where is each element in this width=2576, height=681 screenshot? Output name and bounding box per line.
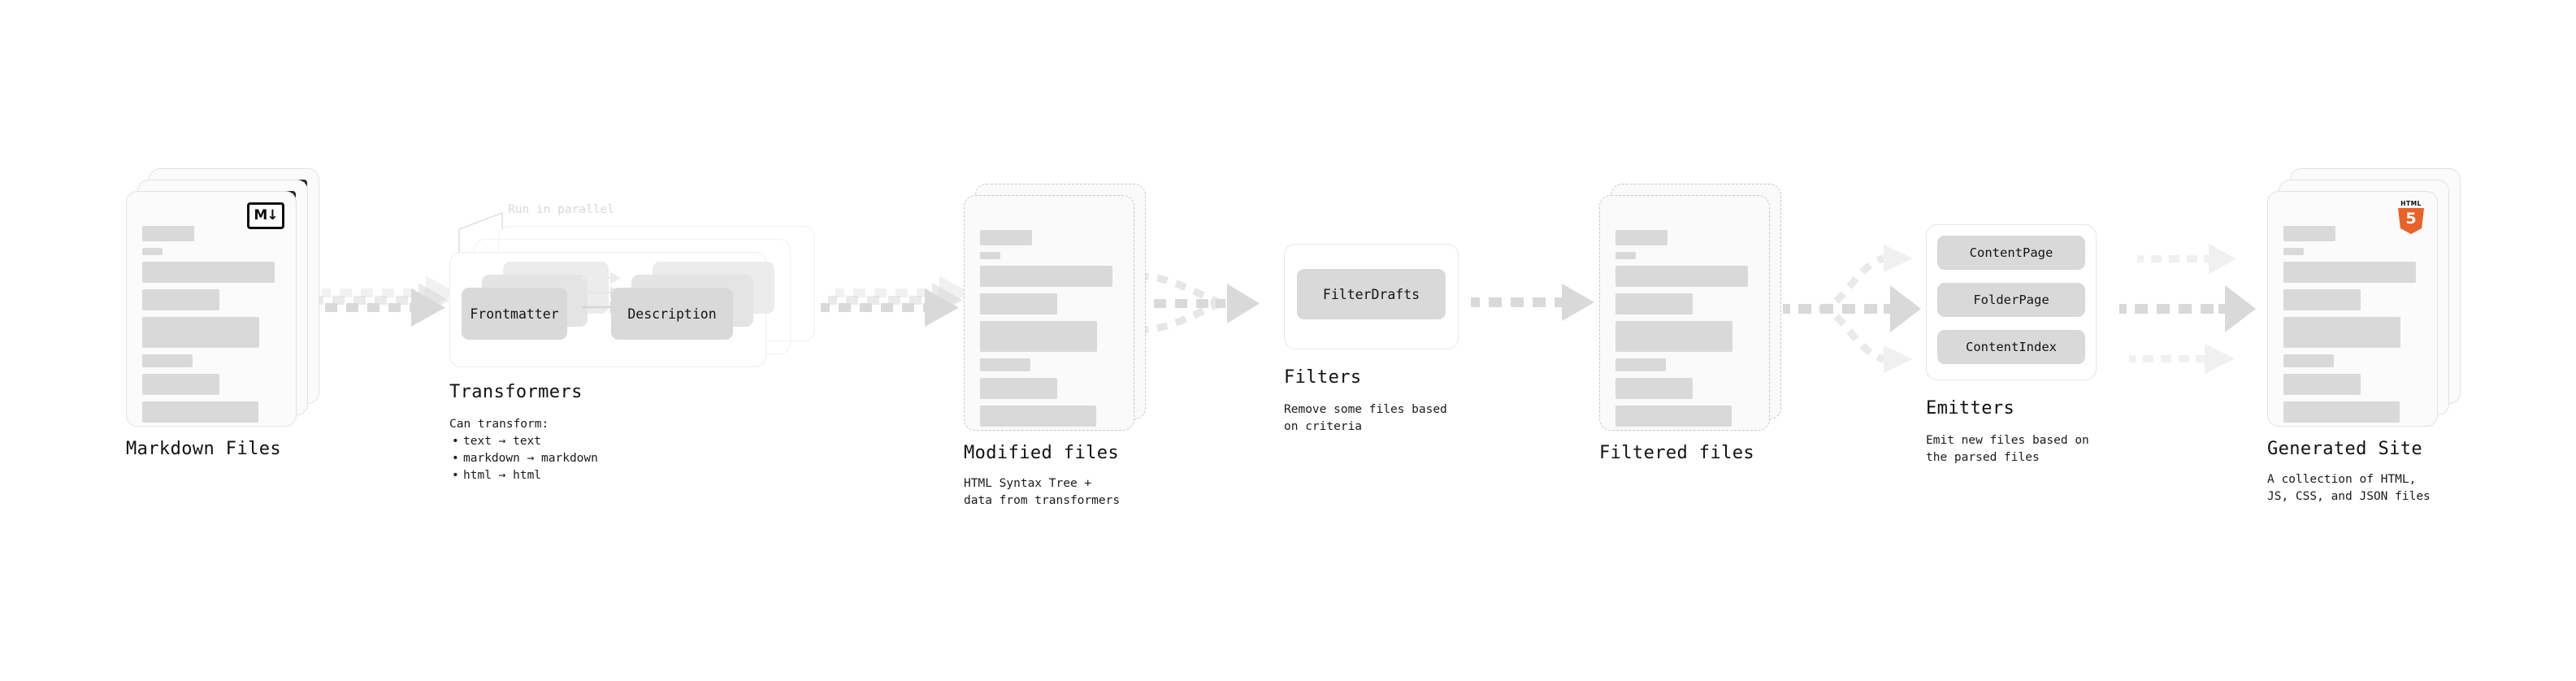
filtered-card-stack	[1599, 184, 1781, 431]
site-card-html: HTML 5	[2267, 191, 2438, 427]
placeholder-bar	[980, 252, 1000, 259]
markdown-card-stack: M↓ M↓ M↓	[126, 168, 319, 427]
placeholder-bar	[1615, 321, 1733, 352]
page-title-filters: Filters	[1284, 367, 1362, 388]
placeholder-bar	[980, 378, 1057, 399]
emitter-chip-contentindex[interactable]: ContentIndex	[1937, 330, 2085, 364]
placeholder-bar	[142, 289, 219, 310]
arrow-filtered-to-emitters	[1776, 234, 1939, 384]
transform-bullet: markdown → markdown	[452, 450, 598, 467]
placeholder-bar	[1615, 378, 1693, 399]
stage-filters: FilterDrafts Filters Remove some files b…	[1284, 244, 1552, 488]
markdown-card-front: M↓	[126, 191, 297, 427]
transformers-intro: Can transform:	[449, 418, 549, 431]
placeholder-bar	[142, 317, 259, 348]
placeholder-bar	[1615, 266, 1748, 287]
placeholder-bar	[980, 358, 1030, 371]
placeholder-bar	[142, 262, 275, 283]
placeholder-bar	[142, 354, 193, 367]
filtered-card-front	[1599, 195, 1770, 431]
arrow-transformers-to-modified	[821, 268, 970, 349]
site-card-stack: CSS HTML 5	[2267, 168, 2461, 427]
page-title-emitters: Emitters	[1926, 398, 2015, 419]
stage-modified-files: Modified files HTML Syntax Tree + data f…	[964, 184, 1146, 507]
stage-markdown-files: M↓ M↓ M↓	[126, 168, 319, 459]
page-title-modified-files: Modified files	[964, 443, 1120, 463]
page-title-filtered-files: Filtered files	[1599, 443, 1755, 463]
card-placeholder-lines	[2283, 226, 2424, 429]
placeholder-bar	[980, 230, 1032, 245]
markdown-icon: M↓	[247, 202, 284, 229]
placeholder-bar	[142, 401, 258, 423]
placeholder-bar	[142, 374, 219, 395]
card-placeholder-lines	[1615, 230, 1756, 433]
card-placeholder-lines	[980, 230, 1121, 433]
transformer-chip-frontmatter[interactable]: Frontmatter	[462, 288, 567, 340]
stage-emitters: ContentPage FolderPage ContentIndex Emit…	[1926, 224, 2194, 484]
html5-shield: 5	[2398, 208, 2424, 234]
placeholder-bar	[1615, 252, 1636, 259]
placeholder-bar	[2283, 401, 2400, 423]
placeholder-bar	[2283, 226, 2335, 241]
card-placeholder-lines	[142, 226, 283, 429]
transformer-chip-description[interactable]: Description	[611, 288, 733, 340]
stage-filtered-files: Filtered files	[1599, 184, 1781, 463]
placeholder-bar	[2283, 289, 2361, 310]
filters-description: Remove some files based on criteria	[1284, 403, 1447, 433]
run-in-parallel-label: Run in parallel	[508, 203, 614, 216]
modified-card-stack	[964, 184, 1146, 431]
html5-icon: HTML 5	[2396, 200, 2426, 234]
placeholder-bar	[980, 406, 1096, 427]
placeholder-bar	[2283, 374, 2361, 395]
placeholder-bar	[142, 248, 163, 255]
stage-transformers: Run in parallel Frontmatter Description …	[449, 195, 823, 488]
run-in-parallel-bracket	[458, 211, 503, 254]
arrow-filters-to-filtered	[1471, 281, 1601, 330]
page-title-markdown-files: Markdown Files	[126, 439, 282, 459]
arrow-markdown-to-transformers	[307, 268, 457, 349]
placeholder-bar	[2283, 317, 2400, 348]
placeholder-bar	[1615, 293, 1693, 314]
modified-card-front	[964, 195, 1134, 431]
placeholder-bar	[1615, 358, 1666, 371]
arrow-emitters-to-site	[2113, 234, 2267, 384]
placeholder-bar	[1615, 230, 1667, 245]
placeholder-bar	[980, 266, 1112, 287]
placeholder-bar	[1615, 406, 1732, 427]
page-title-transformers: Transformers	[449, 382, 583, 402]
placeholder-bar	[980, 293, 1057, 314]
generated-site-description: A collection of HTML, JS, CSS, and JSON …	[2267, 473, 2431, 503]
transform-bullet: html → html	[452, 467, 598, 484]
emitter-chip-folderpage[interactable]: FolderPage	[1937, 283, 2085, 317]
arrow-modified-to-filters	[1136, 258, 1282, 364]
placeholder-bar	[2283, 354, 2334, 367]
filter-chip-filterdrafts[interactable]: FilterDrafts	[1297, 269, 1446, 319]
emitter-chip-contentpage[interactable]: ContentPage	[1937, 236, 2085, 270]
placeholder-bar	[980, 321, 1097, 352]
stage-generated-site: CSS HTML 5	[2267, 168, 2461, 503]
placeholder-bar	[2283, 248, 2304, 255]
transform-bullet: text → text	[452, 433, 598, 450]
page-title-generated-site: Generated Site	[2267, 439, 2423, 459]
placeholder-bar	[2283, 262, 2416, 283]
placeholder-bar	[142, 226, 194, 241]
modified-files-description: HTML Syntax Tree + data from transformer…	[964, 477, 1121, 507]
transformers-description: Can transform: text → text markdown → ma…	[449, 416, 598, 484]
emitters-description: Emit new files based on the parsed files	[1926, 434, 2089, 464]
